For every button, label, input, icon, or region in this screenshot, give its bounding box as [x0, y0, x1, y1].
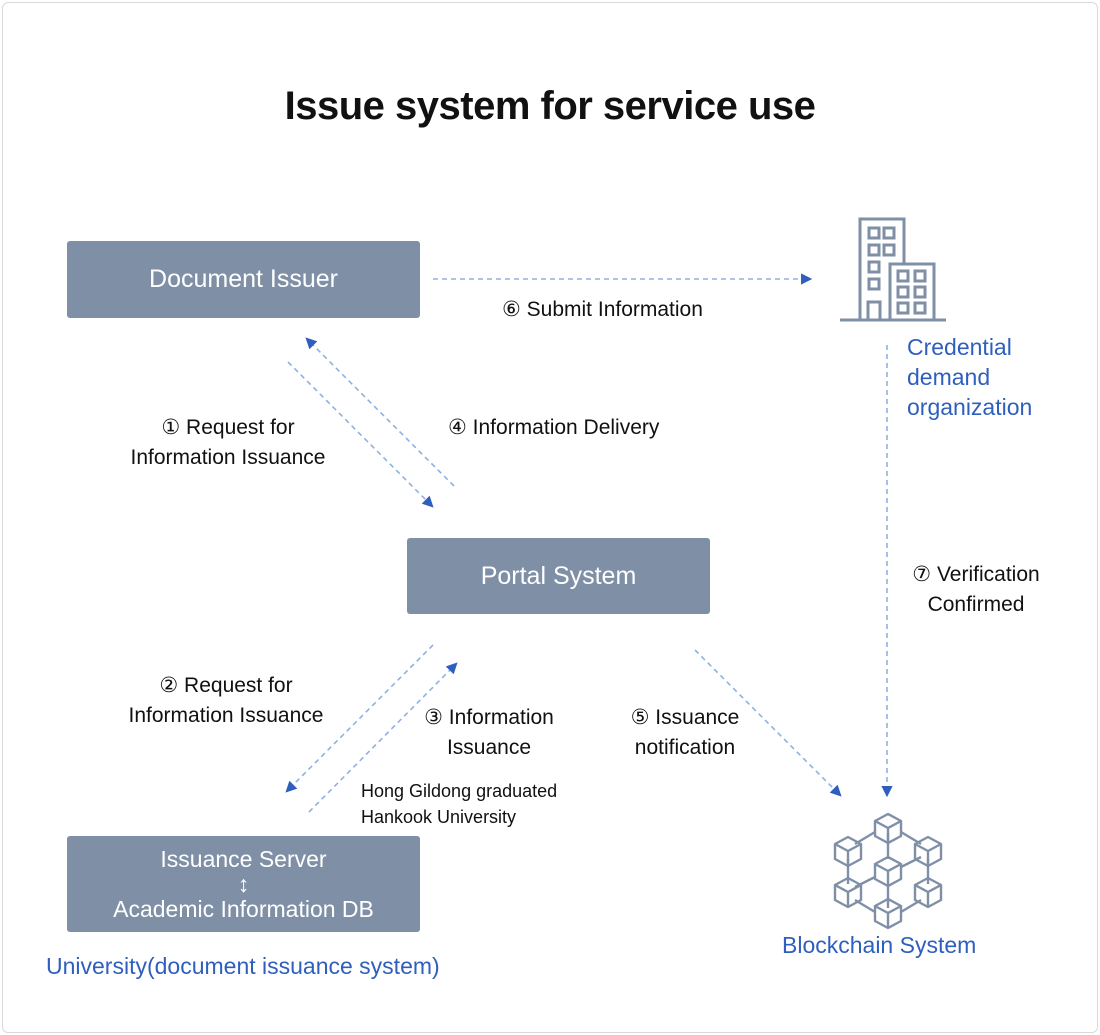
blockchain-caption: Blockchain System — [782, 932, 977, 958]
step-5-line1: ⑤ Issuance — [630, 706, 740, 729]
credential-org-line1: Credential — [907, 334, 1012, 360]
arrow-step-4 — [305, 337, 455, 487]
document-issuer-box: Document Issuer — [67, 241, 420, 318]
arrow-step-2 — [285, 644, 434, 793]
diagram-title: Issue system for service use — [284, 84, 816, 128]
blockchain-icon — [833, 812, 943, 930]
step-3-note-line2: Hankook University — [361, 807, 517, 827]
portal-system-label: Portal System — [480, 561, 637, 590]
step-7-label: ⑦ Verification Confirmed — [896, 560, 1056, 620]
step-3-note: Hong Gildong graduated Hankook Universit… — [361, 778, 557, 830]
step-5-label: ⑤ Issuance notification — [610, 703, 760, 763]
step-1-line1: ① Request for — [161, 416, 295, 439]
step-3-line1: ③ Information — [424, 706, 554, 729]
step-2-line2: Information Issuance — [128, 704, 324, 727]
step-1-line2: Information Issuance — [130, 446, 326, 469]
issuance-server-box: Issuance Server ↕ Academic Information D… — [67, 836, 420, 932]
document-issuer-label: Document Issuer — [149, 265, 338, 293]
step-5-line2: notification — [634, 736, 736, 759]
credential-org-line2: demand — [907, 364, 991, 390]
arrow-step-3 — [308, 662, 458, 813]
step-3-note-line1: Hong Gildong graduated — [361, 781, 558, 801]
issuance-server-label: Issuance Server — [160, 845, 327, 872]
credential-org-caption: Credential demand organization — [907, 332, 1032, 422]
university-caption: University(document issuance system) — [46, 953, 440, 979]
academic-db-label: Academic Information DB — [113, 895, 374, 922]
step-2-line1: ② Request for — [159, 674, 293, 697]
credential-org-line3: organization — [907, 394, 1033, 420]
step-7-line1: ⑦ Verification — [912, 563, 1040, 586]
step-3-label: ③ Information Issuance — [408, 703, 570, 763]
step-3-line2: Issuance — [446, 736, 532, 759]
portal-system-box: Portal System — [407, 538, 710, 614]
building-icon — [840, 217, 946, 322]
arrow-step-5 — [694, 649, 842, 797]
arrow-step-1 — [287, 361, 434, 508]
step-4-label: ④ Information Delivery — [448, 416, 660, 439]
step-7-line2: Confirmed — [927, 593, 1025, 616]
step-6-label: ⑥ Submit Information — [502, 298, 703, 321]
updown-arrow-icon: ↕ — [237, 870, 250, 897]
step-2-label: ② Request for Information Issuance — [106, 671, 346, 731]
step-1-label: ① Request for Information Issuance — [108, 413, 348, 473]
